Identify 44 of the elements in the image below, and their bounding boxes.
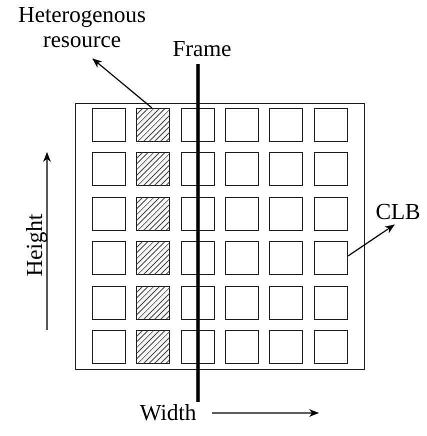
logic-block-cell [224,152,258,186]
logic-block-cell [268,152,302,186]
logic-block-cell [180,152,214,186]
frame-label: Frame [172,36,232,62]
logic-block-cell [268,286,302,320]
logic-block-cell [268,108,302,142]
fabric-outline [75,103,365,370]
logic-block-cell [180,108,214,142]
axis-label: Width [138,400,198,426]
hatched-resource-cell [136,152,170,186]
hatched-resource-cell [136,240,170,274]
axis-label: Height [22,212,48,278]
logic-block-cell [224,108,258,142]
callout-label: Heterogenous resource [4,2,160,56]
leader-arrow [92,58,152,108]
logic-block-cell [180,330,214,364]
logic-block-cell [92,286,126,320]
logic-block-cell [92,152,126,186]
logic-block-cell [180,240,214,274]
logic-block-cell [180,286,214,320]
logic-block-cell [314,196,348,230]
logic-block-cell [268,196,302,230]
logic-block-cell [314,240,348,274]
leader-arrow [348,224,395,257]
logic-block-cell [314,108,348,142]
logic-block-cell [314,152,348,186]
logic-block-cell [268,240,302,274]
logic-block-cell [224,240,258,274]
hatched-resource-cell [136,108,170,142]
logic-block-cell [224,196,258,230]
hatched-resource-cell [136,196,170,230]
callout-label: CLB [371,199,425,225]
logic-block-cell [92,240,126,274]
logic-block-cell [268,330,302,364]
logic-block-cell [224,286,258,320]
logic-block-cell [314,286,348,320]
logic-block-cell [92,108,126,142]
logic-block-cell [180,196,214,230]
hatched-resource-cell [136,286,170,320]
logic-block-cell [224,330,258,364]
logic-block-cell [92,330,126,364]
hatched-resource-cell [136,330,170,364]
logic-block-cell [314,330,348,364]
logic-block-cell [92,196,126,230]
